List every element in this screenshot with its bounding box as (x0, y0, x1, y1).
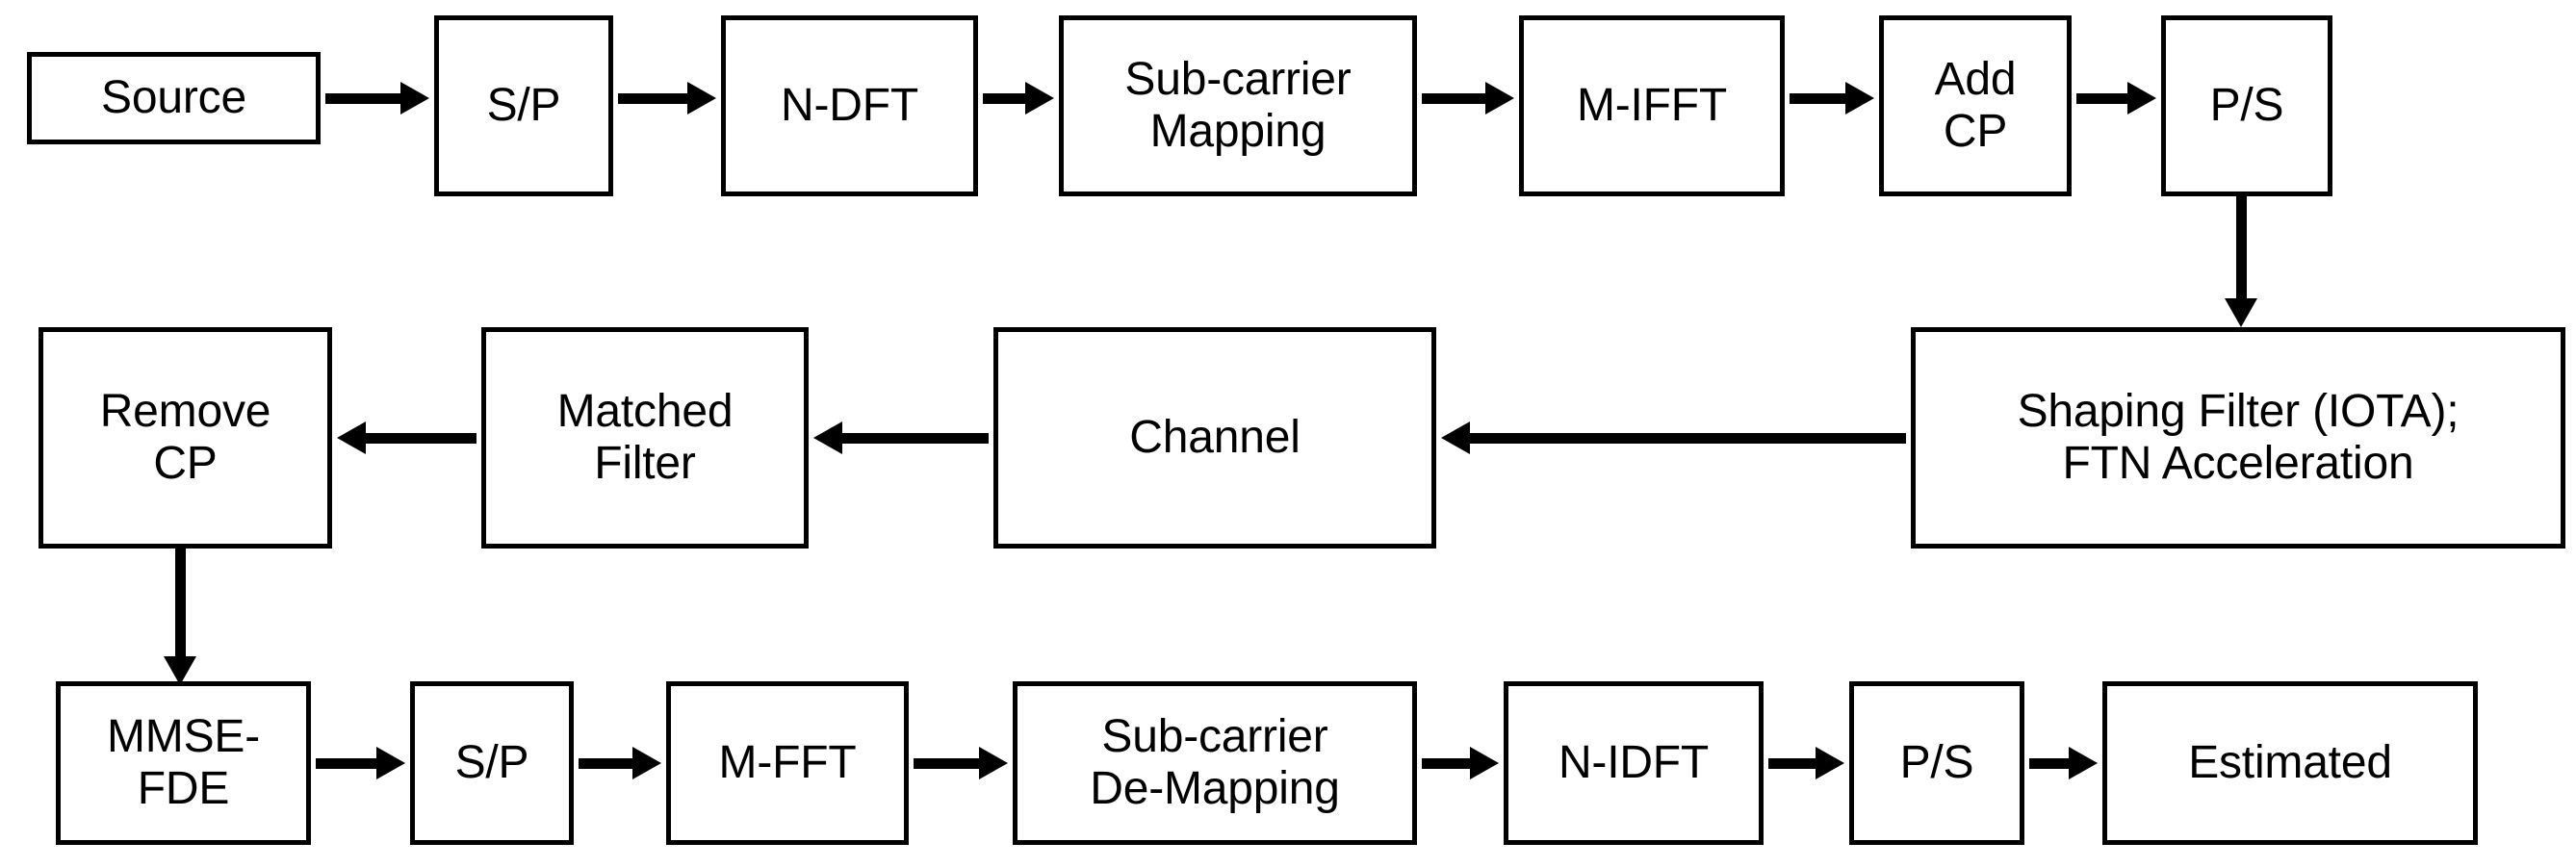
arrow-shaft (618, 92, 691, 104)
arrow-head (1816, 747, 1844, 779)
block-source[interactable]: Source (27, 52, 321, 144)
arrow-mifft-to-addcp (1790, 79, 1874, 117)
block-label-subcarrier-mapping: Sub-carrier Mapping (1124, 54, 1352, 157)
block-n-idft[interactable]: N-IDFT (1504, 681, 1764, 845)
arrow-shaft (914, 757, 983, 769)
arrow-mfft-to-demapping (914, 744, 1008, 782)
arrow-head (1441, 421, 1470, 454)
block-label-n-idft: N-IDFT (1558, 737, 1710, 789)
arrow-head (2069, 747, 2098, 779)
arrow-head (1025, 82, 1054, 115)
block-label-shaping-filter: Shaping Filter (IOTA); FTN Acceleration (2017, 386, 2460, 489)
arrow-head (2225, 298, 2257, 327)
arrow-head (979, 747, 1008, 779)
arrow-shaping-to-channel (1441, 419, 1906, 457)
block-label-mmse-fde: MMSE- FDE (107, 711, 260, 814)
block-label-sp-tx: S/P (486, 80, 561, 132)
block-n-dft[interactable]: N-DFT (721, 15, 978, 196)
arrow-ps-to-shaping (2222, 196, 2260, 327)
arrow-nidft-to-ps (1768, 744, 1844, 782)
arrow-shaft (579, 757, 636, 769)
arrow-shaft (838, 432, 989, 444)
block-ps-rx[interactable]: P/S (1849, 681, 2024, 845)
arrow-addcp-to-ps (2076, 79, 2156, 117)
block-label-m-fft: M-FFT (718, 737, 857, 789)
arrow-shaft (983, 92, 1029, 104)
block-remove-cp[interactable]: Remove CP (39, 327, 332, 549)
arrow-head (1845, 82, 1874, 115)
arrow-shaft (2029, 757, 2073, 769)
arrow-head (164, 656, 196, 685)
block-label-n-dft: N-DFT (781, 80, 918, 132)
arrow-head (1470, 747, 1499, 779)
arrow-shaft (2235, 196, 2247, 302)
arrow-shaft (2076, 92, 2131, 104)
block-ps-tx[interactable]: P/S (2161, 15, 2332, 196)
arrow-sp-to-mfft (579, 744, 661, 782)
arrow-shaft (316, 757, 380, 769)
arrow-shaft (174, 549, 186, 660)
block-label-ps-rx: P/S (1899, 737, 1974, 789)
arrow-matched-to-removecp (337, 419, 477, 457)
arrow-shaft (362, 432, 477, 444)
block-label-m-ifft: M-IFFT (1576, 80, 1728, 132)
block-matched-filter[interactable]: Matched Filter (481, 327, 809, 549)
arrow-head (632, 747, 661, 779)
arrow-head (1485, 82, 1514, 115)
arrow-mmse-to-sp (316, 744, 405, 782)
block-label-remove-cp: Remove CP (99, 386, 271, 489)
block-label-matched-filter: Matched Filter (556, 386, 734, 489)
block-mmse-fde[interactable]: MMSE- FDE (56, 681, 311, 845)
block-label-ps-tx: P/S (2209, 80, 2284, 132)
arrow-shaft (1768, 757, 1819, 769)
block-label-source: Source (101, 72, 246, 124)
block-m-fft[interactable]: M-FFT (666, 681, 909, 845)
block-label-channel: Channel (1129, 412, 1301, 464)
block-add-cp[interactable]: Add CP (1879, 15, 2072, 196)
arrow-demapping-to-nidft (1422, 744, 1499, 782)
arrow-source-to-sp (325, 79, 429, 117)
block-subcarrier-mapping[interactable]: Sub-carrier Mapping (1059, 15, 1417, 196)
arrow-mapping-to-mifft (1422, 79, 1514, 117)
arrow-head (813, 421, 842, 454)
arrow-shaft (1466, 432, 1906, 444)
arrow-ps-to-estimated (2029, 744, 2098, 782)
arrow-head (376, 747, 405, 779)
block-label-estimated: Estimated (2188, 737, 2392, 789)
arrow-shaft (1422, 757, 1474, 769)
block-estimated[interactable]: Estimated (2102, 681, 2478, 845)
block-shaping-filter[interactable]: Shaping Filter (IOTA); FTN Acceleration (1911, 327, 2565, 549)
arrow-sp-to-ndft (618, 79, 716, 117)
arrow-shaft (1422, 92, 1489, 104)
arrow-channel-to-matched (813, 419, 989, 457)
arrow-shaft (1790, 92, 1849, 104)
arrow-shaft (325, 92, 404, 104)
block-label-sp-rx: S/P (454, 737, 529, 789)
block-label-subcarrier-demapping: Sub-carrier De-Mapping (1090, 711, 1340, 814)
block-m-ifft[interactable]: M-IFFT (1519, 15, 1785, 196)
arrow-head (400, 82, 429, 115)
block-sp-rx[interactable]: S/P (410, 681, 574, 845)
arrow-head (687, 82, 716, 115)
block-subcarrier-demapping[interactable]: Sub-carrier De-Mapping (1013, 681, 1417, 845)
arrow-head (337, 421, 366, 454)
block-label-add-cp: Add CP (1934, 54, 2017, 157)
arrow-removecp-to-mmse (161, 549, 199, 685)
block-sp-tx[interactable]: S/P (434, 15, 613, 196)
arrow-head (2127, 82, 2156, 115)
arrow-ndft-to-mapping (983, 79, 1054, 117)
block-channel[interactable]: Channel (993, 327, 1436, 549)
